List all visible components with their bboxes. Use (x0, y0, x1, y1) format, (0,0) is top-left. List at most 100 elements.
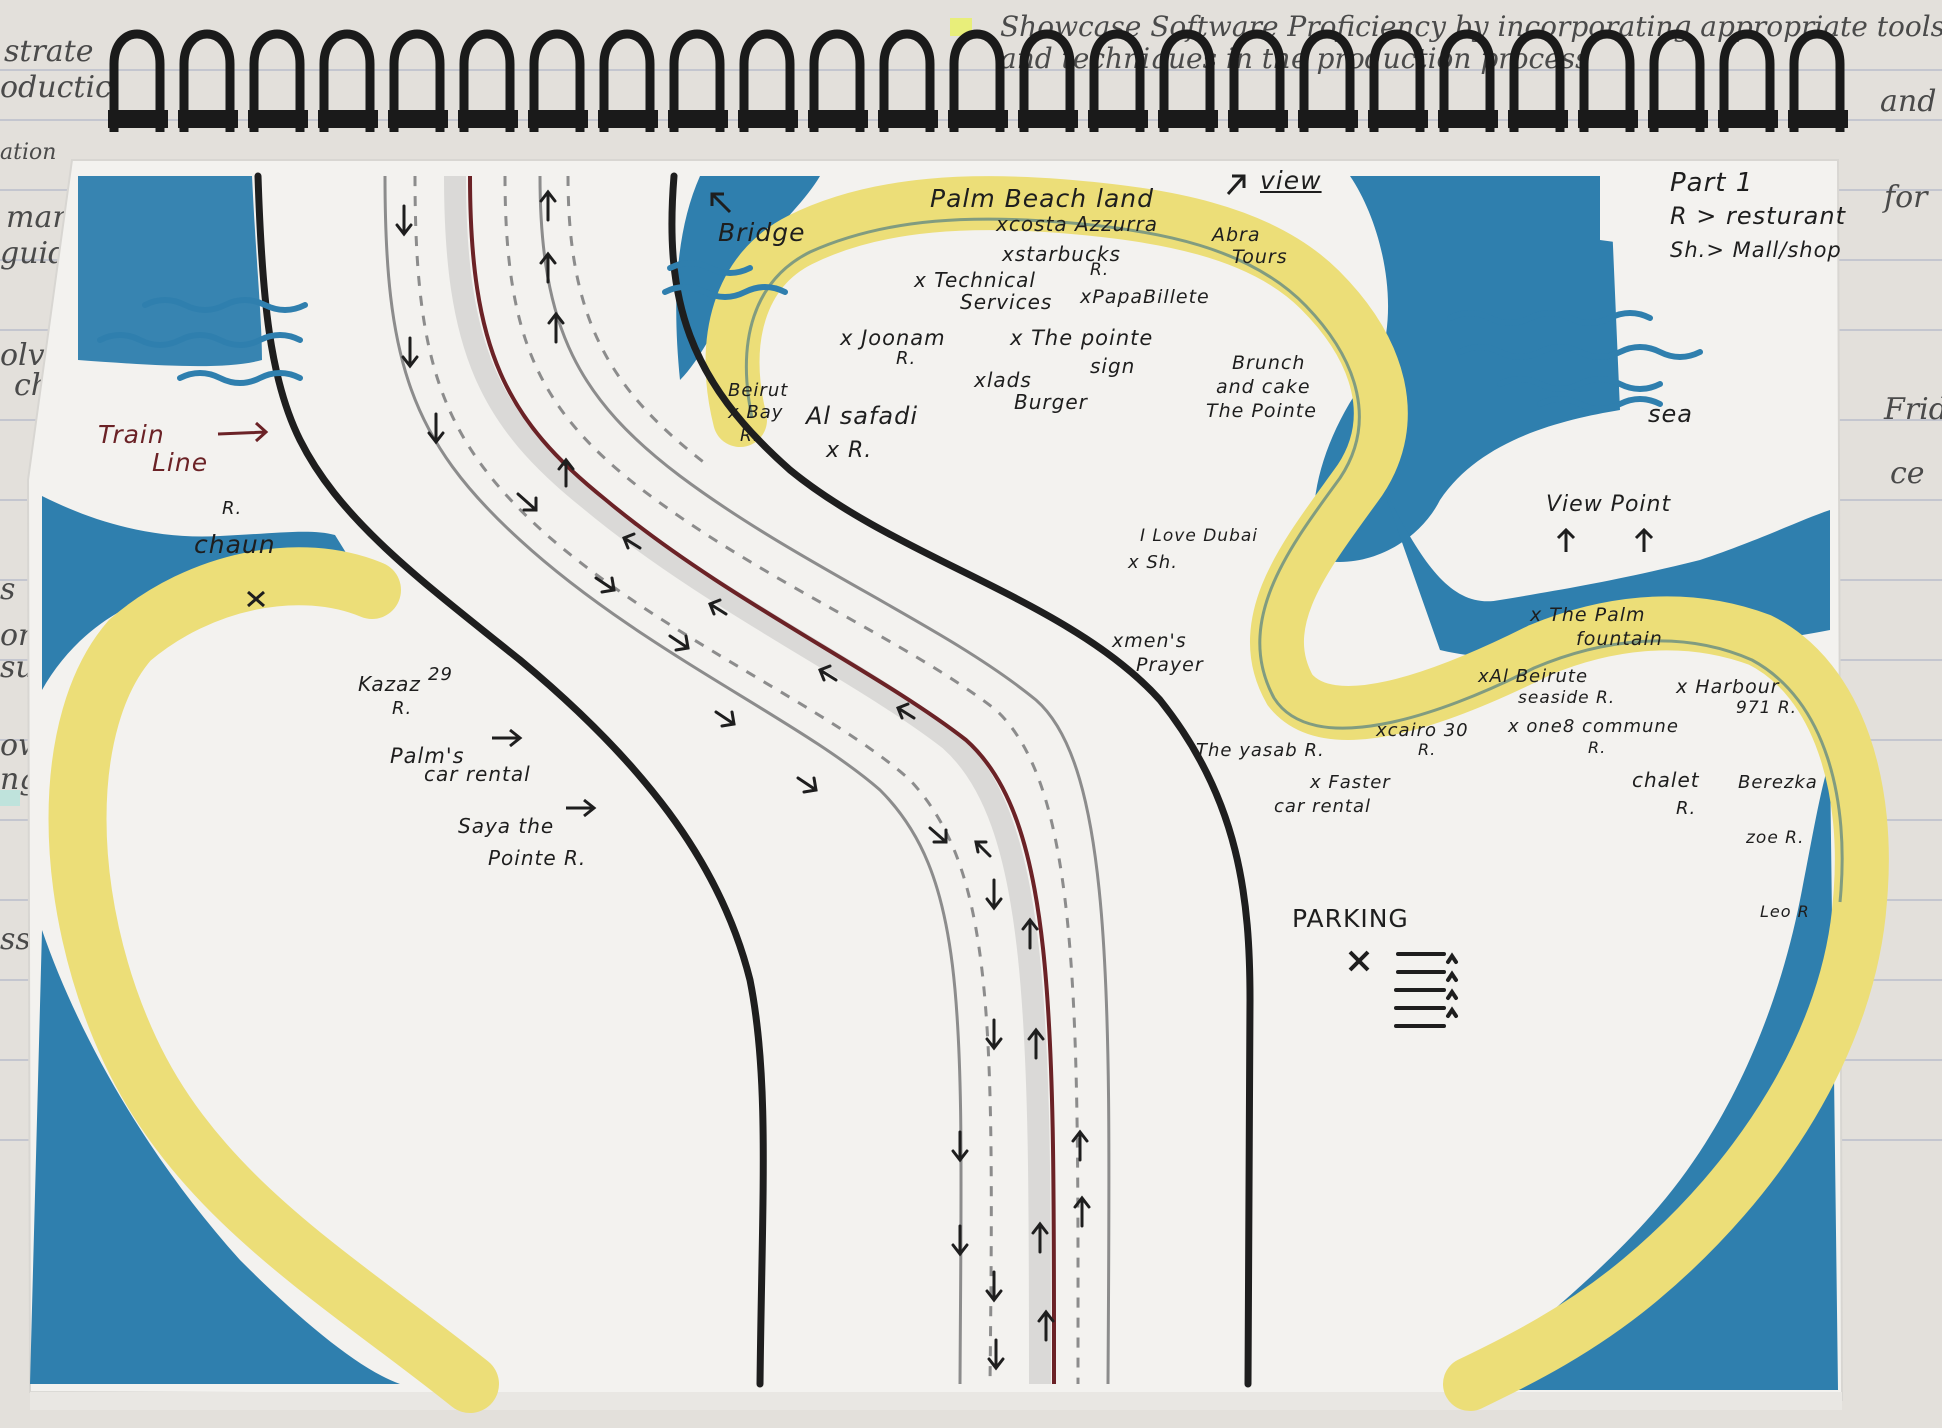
binding-ring (1649, 29, 1705, 132)
tours-label: Tours (1232, 246, 1288, 268)
chaun-label: chaun (194, 530, 276, 559)
bg-note-left: or (0, 618, 33, 653)
binding-ring-base (528, 110, 588, 128)
arrow-down (987, 1338, 1005, 1371)
bridge-label: Bridge (718, 218, 806, 247)
al-safadi-r-label: x R. (826, 438, 873, 463)
binding-ring-base (388, 110, 448, 128)
arrow-up (1031, 1221, 1049, 1254)
bg-note-left: ation (0, 140, 57, 165)
chalet-r-label: R. (1676, 798, 1697, 819)
arrow-down (951, 1224, 969, 1257)
road-border-left (254, 172, 767, 1388)
the-yasab-label: The yasab R. (1196, 740, 1325, 761)
kazaz-num-label: 29 (428, 664, 453, 685)
lads-label: xlads (974, 368, 1032, 392)
legend-restaurant: R > resturant (1670, 202, 1846, 230)
road-border-right (668, 172, 1254, 1388)
binding-ring-base (1648, 110, 1708, 128)
bg-note-right: for (1884, 180, 1928, 215)
arrow-up (557, 457, 575, 488)
arrow-diag (714, 710, 736, 728)
i-love-dubai-label: I Love Dubai (1140, 526, 1259, 546)
binding-ring-base (668, 110, 728, 128)
arrow-diag-up (896, 702, 916, 720)
binding-ring-base (1788, 110, 1848, 128)
beirut-label: Beirut (728, 380, 789, 401)
al-safadi-label: Al safadi (806, 402, 918, 430)
arrow-up (1021, 917, 1039, 950)
binding-ring (1159, 29, 1215, 132)
pointe-r-label: Pointe R. (488, 846, 587, 870)
shoreline-inner (745, 217, 1844, 903)
cairo-r-label: R. (1418, 740, 1437, 759)
binding-ring (1019, 29, 1075, 132)
bg-note-left: strate (4, 34, 94, 69)
legend-title: Part 1 (1670, 168, 1754, 198)
leo-label: Leo R (1760, 902, 1810, 921)
arrow-down (427, 412, 445, 445)
bay-label: x Bay (728, 402, 784, 423)
binding-ring-base (1438, 110, 1498, 128)
r-chaun-label: R. (222, 498, 243, 519)
costa-azzurra-label: xcosta Azzurra (996, 212, 1158, 236)
joonam-r-label: R. (896, 348, 917, 369)
train-line-label: Line (152, 448, 209, 477)
bg-note-left: oductic (0, 70, 112, 105)
arrow-up (539, 251, 557, 284)
bg-note-left: ss (0, 922, 31, 957)
binding-ring (109, 29, 165, 132)
binding-ring-base (178, 110, 238, 128)
train-line-arrow (217, 421, 269, 443)
parking-label: PARKING (1292, 904, 1409, 933)
parking-lines-icon (1394, 952, 1458, 1028)
bg-note-right: and (1880, 84, 1937, 119)
lane-arrows (395, 189, 1091, 1371)
binding-ring (1299, 29, 1355, 132)
seaside-label: seaside R. (1518, 688, 1616, 708)
saya-arrow (566, 798, 597, 818)
binding-ring (1439, 29, 1495, 132)
technical-label: x Technical (914, 268, 1036, 292)
arrow-diag-up (818, 664, 838, 682)
binding-ring (669, 29, 725, 132)
arrow-down (985, 878, 1003, 911)
fountain-label: fountain (1576, 628, 1663, 650)
arrow-up (1073, 1195, 1091, 1228)
binding-ring-base (598, 110, 658, 128)
binding-ring-base (1228, 110, 1288, 128)
joonam-label: x Joonam (840, 326, 946, 350)
binding-ring (179, 29, 235, 132)
arrow-up (1071, 1129, 1089, 1162)
saya-label: Saya the (458, 814, 555, 838)
sea-top-left-lower (42, 496, 348, 690)
bg-note-left: s (0, 572, 16, 607)
brunch-label: Brunch (1232, 352, 1306, 374)
palms-label: Palm's (390, 744, 465, 768)
services-label: Services (960, 290, 1053, 314)
arrow-up (547, 311, 565, 344)
road-borders (254, 172, 1254, 1388)
sea-label: sea (1648, 400, 1693, 428)
sand-beaches (48, 176, 1889, 1413)
binding-ring (1369, 29, 1425, 132)
starbucks-r-label: R. (1090, 260, 1110, 280)
palm-beach-land-label: Palm Beach land (930, 184, 1155, 213)
arrow-diag (668, 634, 690, 652)
binding-ring (739, 29, 795, 132)
sea-top-left (78, 176, 262, 367)
abra-label: Abra (1212, 224, 1261, 246)
arrow-down (985, 1270, 1003, 1303)
faster-rental-label: car rental (1274, 796, 1372, 817)
arrow-diag (594, 576, 616, 594)
chaun-marker-icon (247, 590, 265, 608)
binding-ring-base (878, 110, 938, 128)
binding-ring-base (948, 110, 1008, 128)
papa-billette-label: xPapaBillete (1080, 286, 1210, 308)
prayer-label: Prayer (1136, 654, 1204, 676)
burger-label: Burger (1014, 390, 1088, 414)
mens-prayer-label: xmen's (1112, 630, 1187, 652)
binding-ring (459, 29, 515, 132)
faster-label: x Faster (1310, 772, 1391, 793)
zoe-label: zoe R. (1746, 828, 1805, 848)
